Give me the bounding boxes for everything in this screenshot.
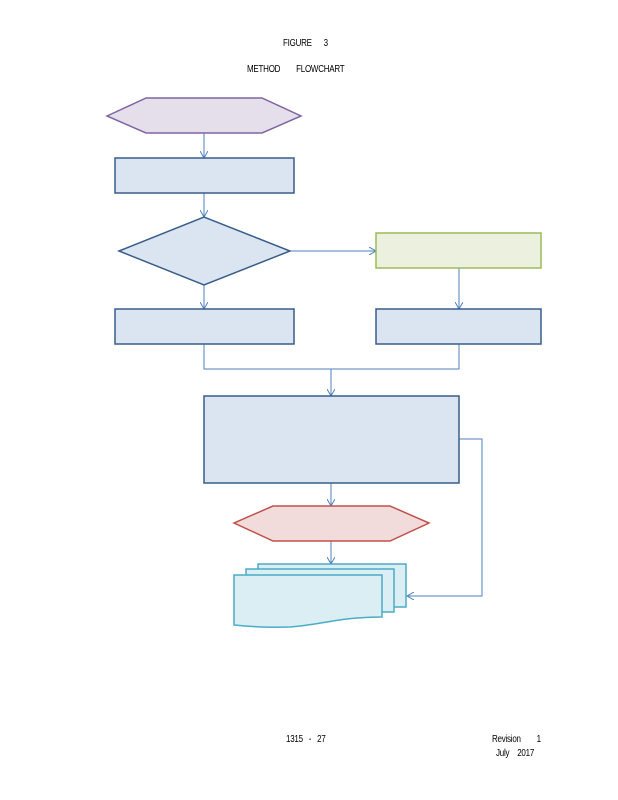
decision-diamond: [116, 216, 293, 286]
figure-label: FIGURE 3: [283, 38, 328, 49]
main-process-box: [203, 395, 460, 484]
process-box-1: [114, 157, 295, 194]
process-box-right: [375, 308, 542, 345]
process-box-left: [114, 308, 295, 345]
figure-title: METHOD FLOWCHART: [247, 64, 345, 75]
revision-date: July 2017: [496, 748, 535, 759]
start-hexagon: [105, 97, 303, 134]
page-number: 1315 - 27: [286, 734, 326, 745]
preparation-hexagon: [232, 505, 431, 542]
alternate-process-box: [375, 232, 542, 269]
connector-feedback: [407, 438, 483, 596]
multi-document-shape: [233, 563, 407, 628]
connector-merge: [203, 344, 460, 370]
revision-label: Revision 1: [492, 734, 541, 745]
